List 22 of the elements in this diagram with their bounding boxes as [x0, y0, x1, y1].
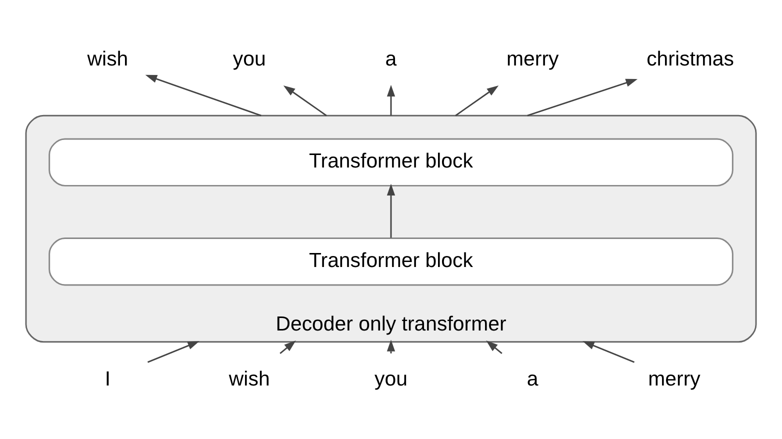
arrow	[147, 340, 200, 362]
node-box: Transformer block	[48, 237, 734, 286]
node-text: wish	[228, 366, 270, 390]
arrow	[280, 340, 296, 354]
arrow	[145, 74, 262, 116]
arrow	[386, 183, 396, 238]
arrow	[486, 340, 502, 354]
node-text: a	[385, 47, 397, 70]
arrow	[527, 78, 638, 116]
arrow	[455, 84, 499, 116]
node-text: a	[526, 366, 538, 390]
node-text: you	[232, 47, 266, 70]
node-text: wish	[87, 47, 128, 70]
arrow	[386, 84, 396, 116]
node-text: merry	[648, 366, 700, 390]
node-box: Transformer block	[48, 138, 734, 186]
node-text: I	[104, 366, 111, 390]
arrow	[582, 340, 635, 362]
node-text: you	[374, 366, 408, 390]
node-text: christmas	[646, 47, 734, 70]
node-text: merry	[506, 47, 559, 70]
arrow	[283, 84, 327, 116]
